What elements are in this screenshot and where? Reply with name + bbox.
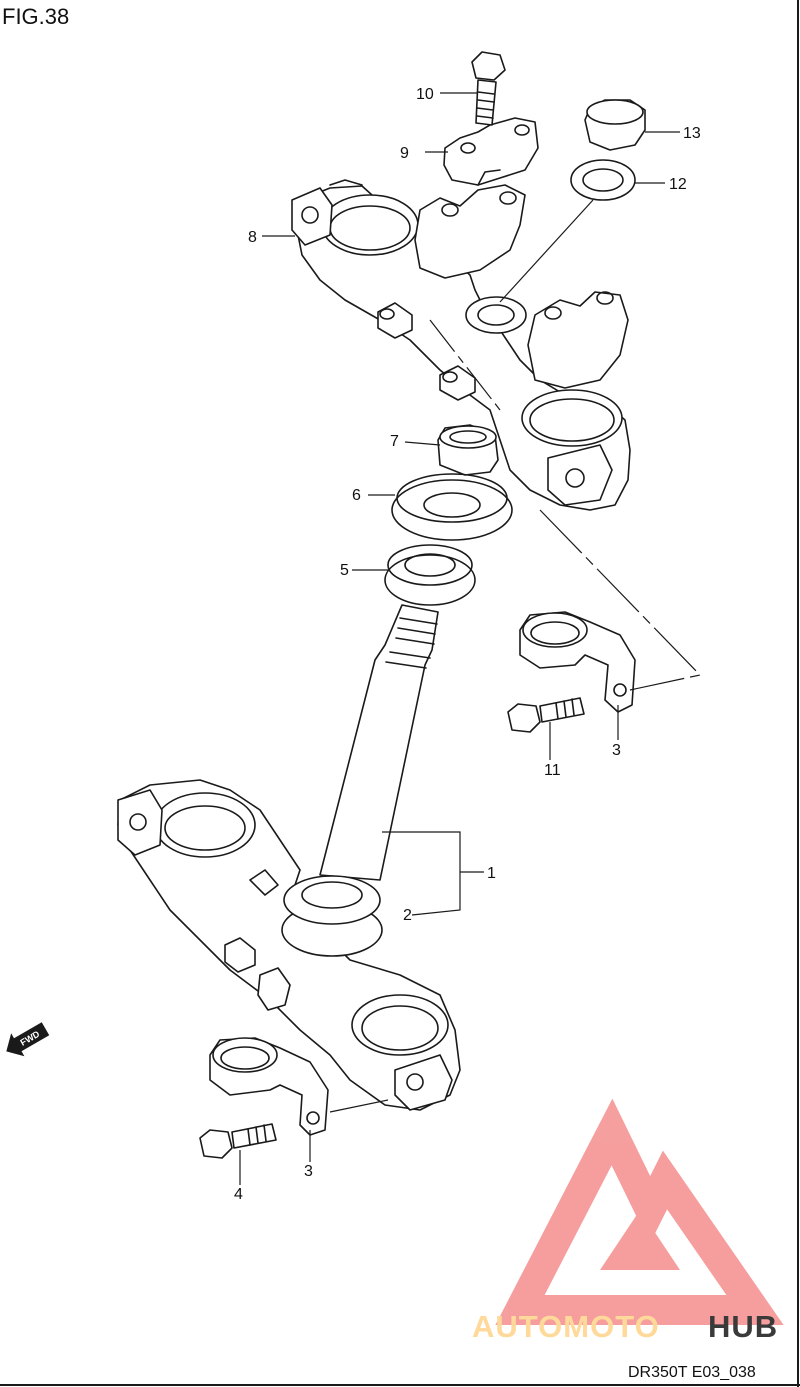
callout-9: 11: [544, 762, 561, 779]
handlebar-holder: [443, 117, 539, 186]
watermark-text-hub: HUB: [708, 1309, 778, 1344]
callouts: 10 9 8 13 12 7 6 5 1 2 11 3 4 3: [234, 86, 701, 1203]
leader-lines: [239, 92, 702, 1185]
steering-stem: [319, 604, 439, 881]
watermark-text-automoto: AUTOMOTO: [472, 1309, 660, 1344]
fwd-arrow-icon: FWD: [6, 1022, 50, 1057]
callout-3-upper: 3: [612, 742, 621, 759]
lower-clamp: [209, 1037, 329, 1136]
automotohub-logo-icon: [495, 1098, 784, 1325]
steering-cap: [584, 99, 646, 151]
callout-5: 5: [340, 562, 349, 579]
clamp-bolt-lower: [199, 1123, 277, 1159]
leader-washer-to-bracket: [499, 199, 594, 303]
figure-label: FIG.38: [2, 4, 69, 29]
callout-3-lower: 3: [304, 1163, 313, 1180]
figure-code: DR350T E03_038: [628, 1364, 756, 1381]
lower-bearing: [281, 875, 383, 957]
callout-2: 2: [403, 907, 412, 924]
cap-washer: [570, 159, 636, 201]
callout-6: 6: [352, 487, 361, 504]
callout-11: 10: [416, 86, 434, 103]
callout-7: 7: [390, 433, 399, 450]
callout-4: 4: [234, 1186, 243, 1203]
callout-10: 9: [400, 145, 409, 162]
holder-bolt: [471, 51, 506, 126]
lower-bracket: [117, 779, 461, 1111]
bearing-cover: [391, 473, 513, 541]
callout-1: 1: [487, 865, 496, 882]
callout-13: 13: [683, 125, 701, 142]
steering-nut: [437, 424, 499, 476]
callout-8: 8: [248, 229, 257, 246]
clamp-bolt-upper: [507, 697, 585, 733]
callout-12: 12: [669, 176, 687, 193]
upper-bearing: [384, 544, 476, 606]
upper-clamp: [519, 611, 636, 713]
upper-bracket: [291, 179, 631, 511]
